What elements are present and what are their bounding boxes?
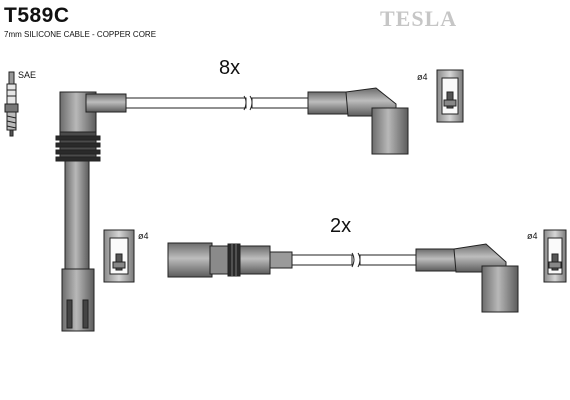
terminal-icon <box>436 69 464 123</box>
brand-logo: TESLA <box>380 6 458 31</box>
terminal-diameter-label: ø4 <box>138 231 149 241</box>
cable-spec: 7mm SILICONE CABLE - COPPER CORE <box>4 30 157 39</box>
coil-boot-angled <box>307 87 409 155</box>
quantity-label-long: 8x <box>219 57 241 79</box>
terminal-icon <box>103 229 135 283</box>
ignition-cable-long <box>125 95 311 111</box>
part-code: T589C <box>4 4 70 27</box>
sae-label: SAE <box>18 70 37 80</box>
terminal-diameter-label: ø4 <box>417 72 428 82</box>
terminal-diameter-label: ø4 <box>527 231 538 241</box>
terminal-icon <box>543 229 567 283</box>
straight-boot <box>167 242 293 278</box>
spark-plug-boot <box>55 91 127 332</box>
quantity-label-short: 2x <box>330 215 352 237</box>
ignition-cable-short <box>291 252 419 268</box>
spark-plug-icon <box>4 71 19 137</box>
coil-boot-angled <box>415 243 519 313</box>
